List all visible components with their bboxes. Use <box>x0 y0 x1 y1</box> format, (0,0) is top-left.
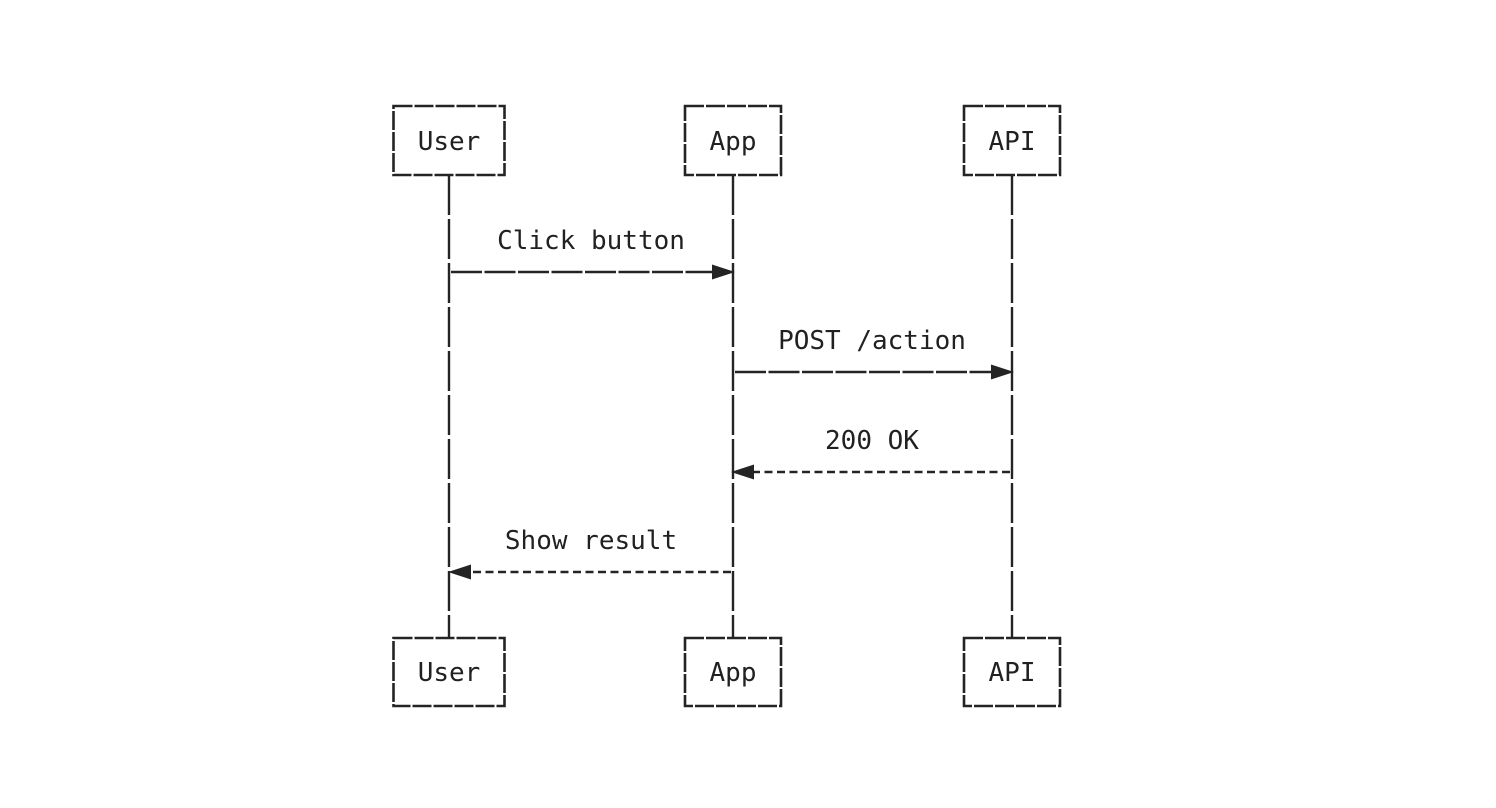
actor-label-user: User <box>418 658 481 688</box>
actor-box <box>962 104 1062 177</box>
actor-label-user: User <box>418 127 481 157</box>
actor-top-user: User <box>392 104 506 177</box>
actor-label-api: API <box>989 658 1036 688</box>
actor-box <box>683 104 783 177</box>
actor-top-app: App <box>683 104 783 177</box>
actor-bottom-user: User <box>392 636 506 708</box>
message-click-button: Click button <box>451 226 735 280</box>
message-200-ok: 200 OK <box>731 426 1010 480</box>
actor-label-api: API <box>989 127 1036 157</box>
actor-top-api: API <box>962 104 1062 177</box>
arrowhead-left-icon <box>448 564 471 580</box>
actor-box <box>392 104 506 177</box>
actor-box <box>683 636 783 708</box>
actor-bottom-app: App <box>683 636 783 708</box>
message-label: Show result <box>505 526 677 556</box>
message-show-result: Show result <box>448 526 731 580</box>
actor-label-app: App <box>710 658 757 688</box>
message-label: POST /action <box>778 326 966 356</box>
actor-box <box>962 636 1062 708</box>
arrowhead-right-icon <box>991 364 1014 380</box>
message-label: Click button <box>497 226 685 256</box>
actor-bottom-api: API <box>962 636 1062 708</box>
message-label: 200 OK <box>825 426 919 456</box>
actor-box <box>392 636 506 708</box>
arrowhead-right-icon <box>712 264 735 280</box>
arrowhead-left-icon <box>731 464 754 480</box>
actor-label-app: App <box>710 127 757 157</box>
message-post-action: POST /action <box>735 326 1014 380</box>
